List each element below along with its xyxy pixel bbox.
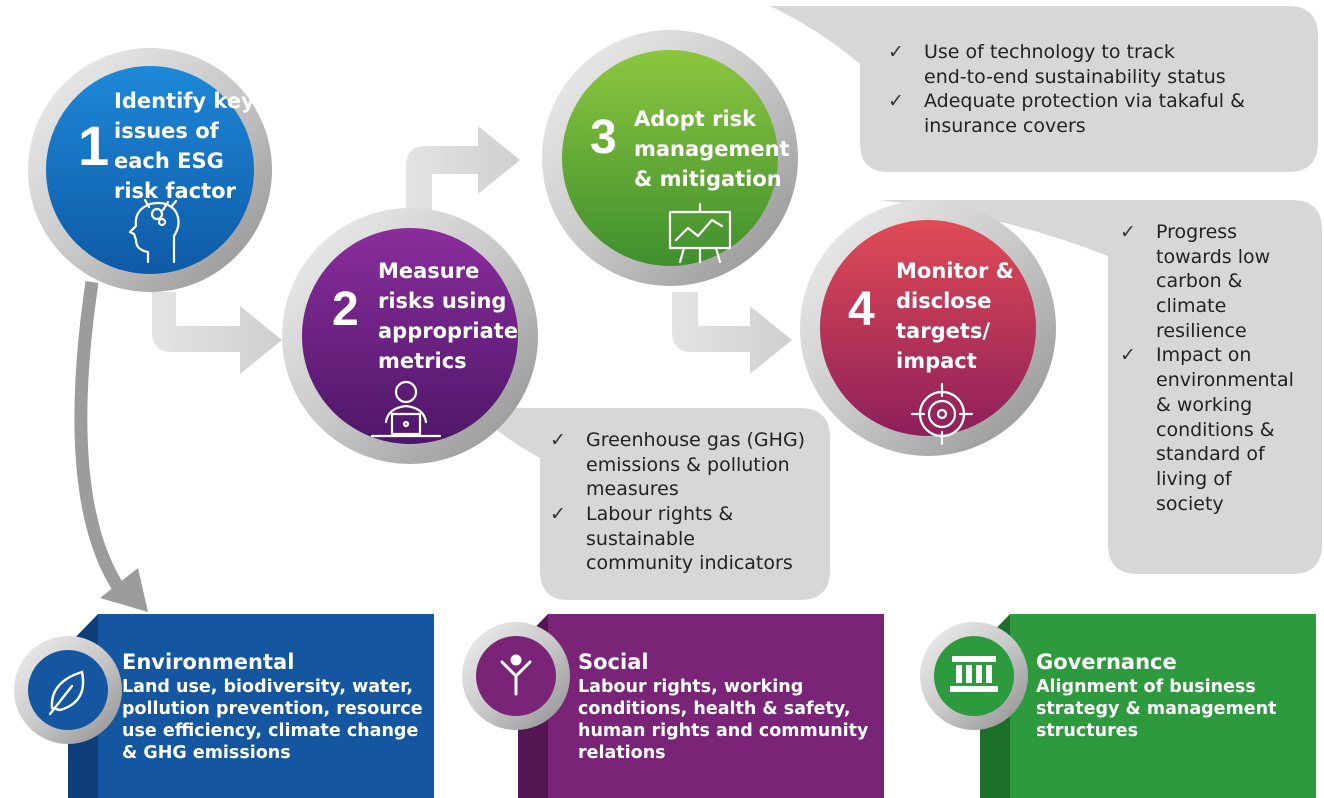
bubble-step3-item: Use of technology to track end-to-end su… [884,40,1245,89]
person-laptop-icon [370,380,442,438]
institution-icon [950,656,998,692]
bubble-step4-item: Progress towards low carbon & climate re… [1116,220,1294,343]
arrow-2-to-3 [406,126,520,210]
environmental-title: Environmental [122,650,295,674]
social-panel [462,614,884,798]
step-2-label: Measure risks using appropriate metrics [378,259,519,373]
step-4-number: 4 [848,283,875,336]
bubble-step3-item: Adequate protection via takaful & insura… [884,89,1245,138]
governance-panel [920,614,1316,798]
curved-arrow [74,281,126,594]
environmental-panel [14,614,434,798]
step-3-number: 3 [590,111,617,164]
bubble-step4-item: Impact on environmental & working condit… [1116,343,1294,516]
curved-arrow-head [100,568,148,612]
step-4-circle [800,200,1056,456]
governance-text: Governance Alignment of business strateg… [1036,650,1276,743]
step-4-label: Monitor & disclose targets/ impact [896,259,1014,373]
bubble-step4-list: Progress towards low carbon & climate re… [1116,220,1294,516]
step-2-number: 2 [332,283,359,336]
presentation-chart-icon [668,202,732,264]
step-1-label: Identify key issues of each ESG risk fac… [114,89,255,203]
social-description: Labour rights, working conditions, healt… [578,677,869,763]
target-icon [910,382,974,446]
governance-description: Alignment of business strategy & managem… [1036,677,1277,741]
head-ideas-icon [128,198,180,264]
environmental-text: Environmental Land use, biodiversity, wa… [122,650,423,765]
bubble-step2-item: Labour rights & sustainable community in… [546,502,805,576]
step-2-circle [282,208,538,464]
step-3-label: Adopt risk management & mitigation [634,107,790,191]
environmental-description: Land use, biodiversity, water, pollution… [122,677,423,763]
governance-title: Governance [1036,650,1177,674]
arrow-1-to-2 [152,292,282,374]
step-1-number: 1 [78,114,110,177]
bubble-step3-list: Use of technology to track end-to-end su… [884,40,1245,139]
social-title: Social [578,650,649,674]
leaf-icon [48,670,85,716]
person-arms-up-icon [500,654,532,696]
bubble-step2-list: Greenhouse gas (GHG) emissions & polluti… [546,428,805,576]
step-1-circle [28,48,272,292]
bubble-step2-item: Greenhouse gas (GHG) emissions & polluti… [546,428,805,502]
social-text: Social Labour rights, working conditions… [578,650,868,765]
arrow-3-to-4 [672,292,792,374]
